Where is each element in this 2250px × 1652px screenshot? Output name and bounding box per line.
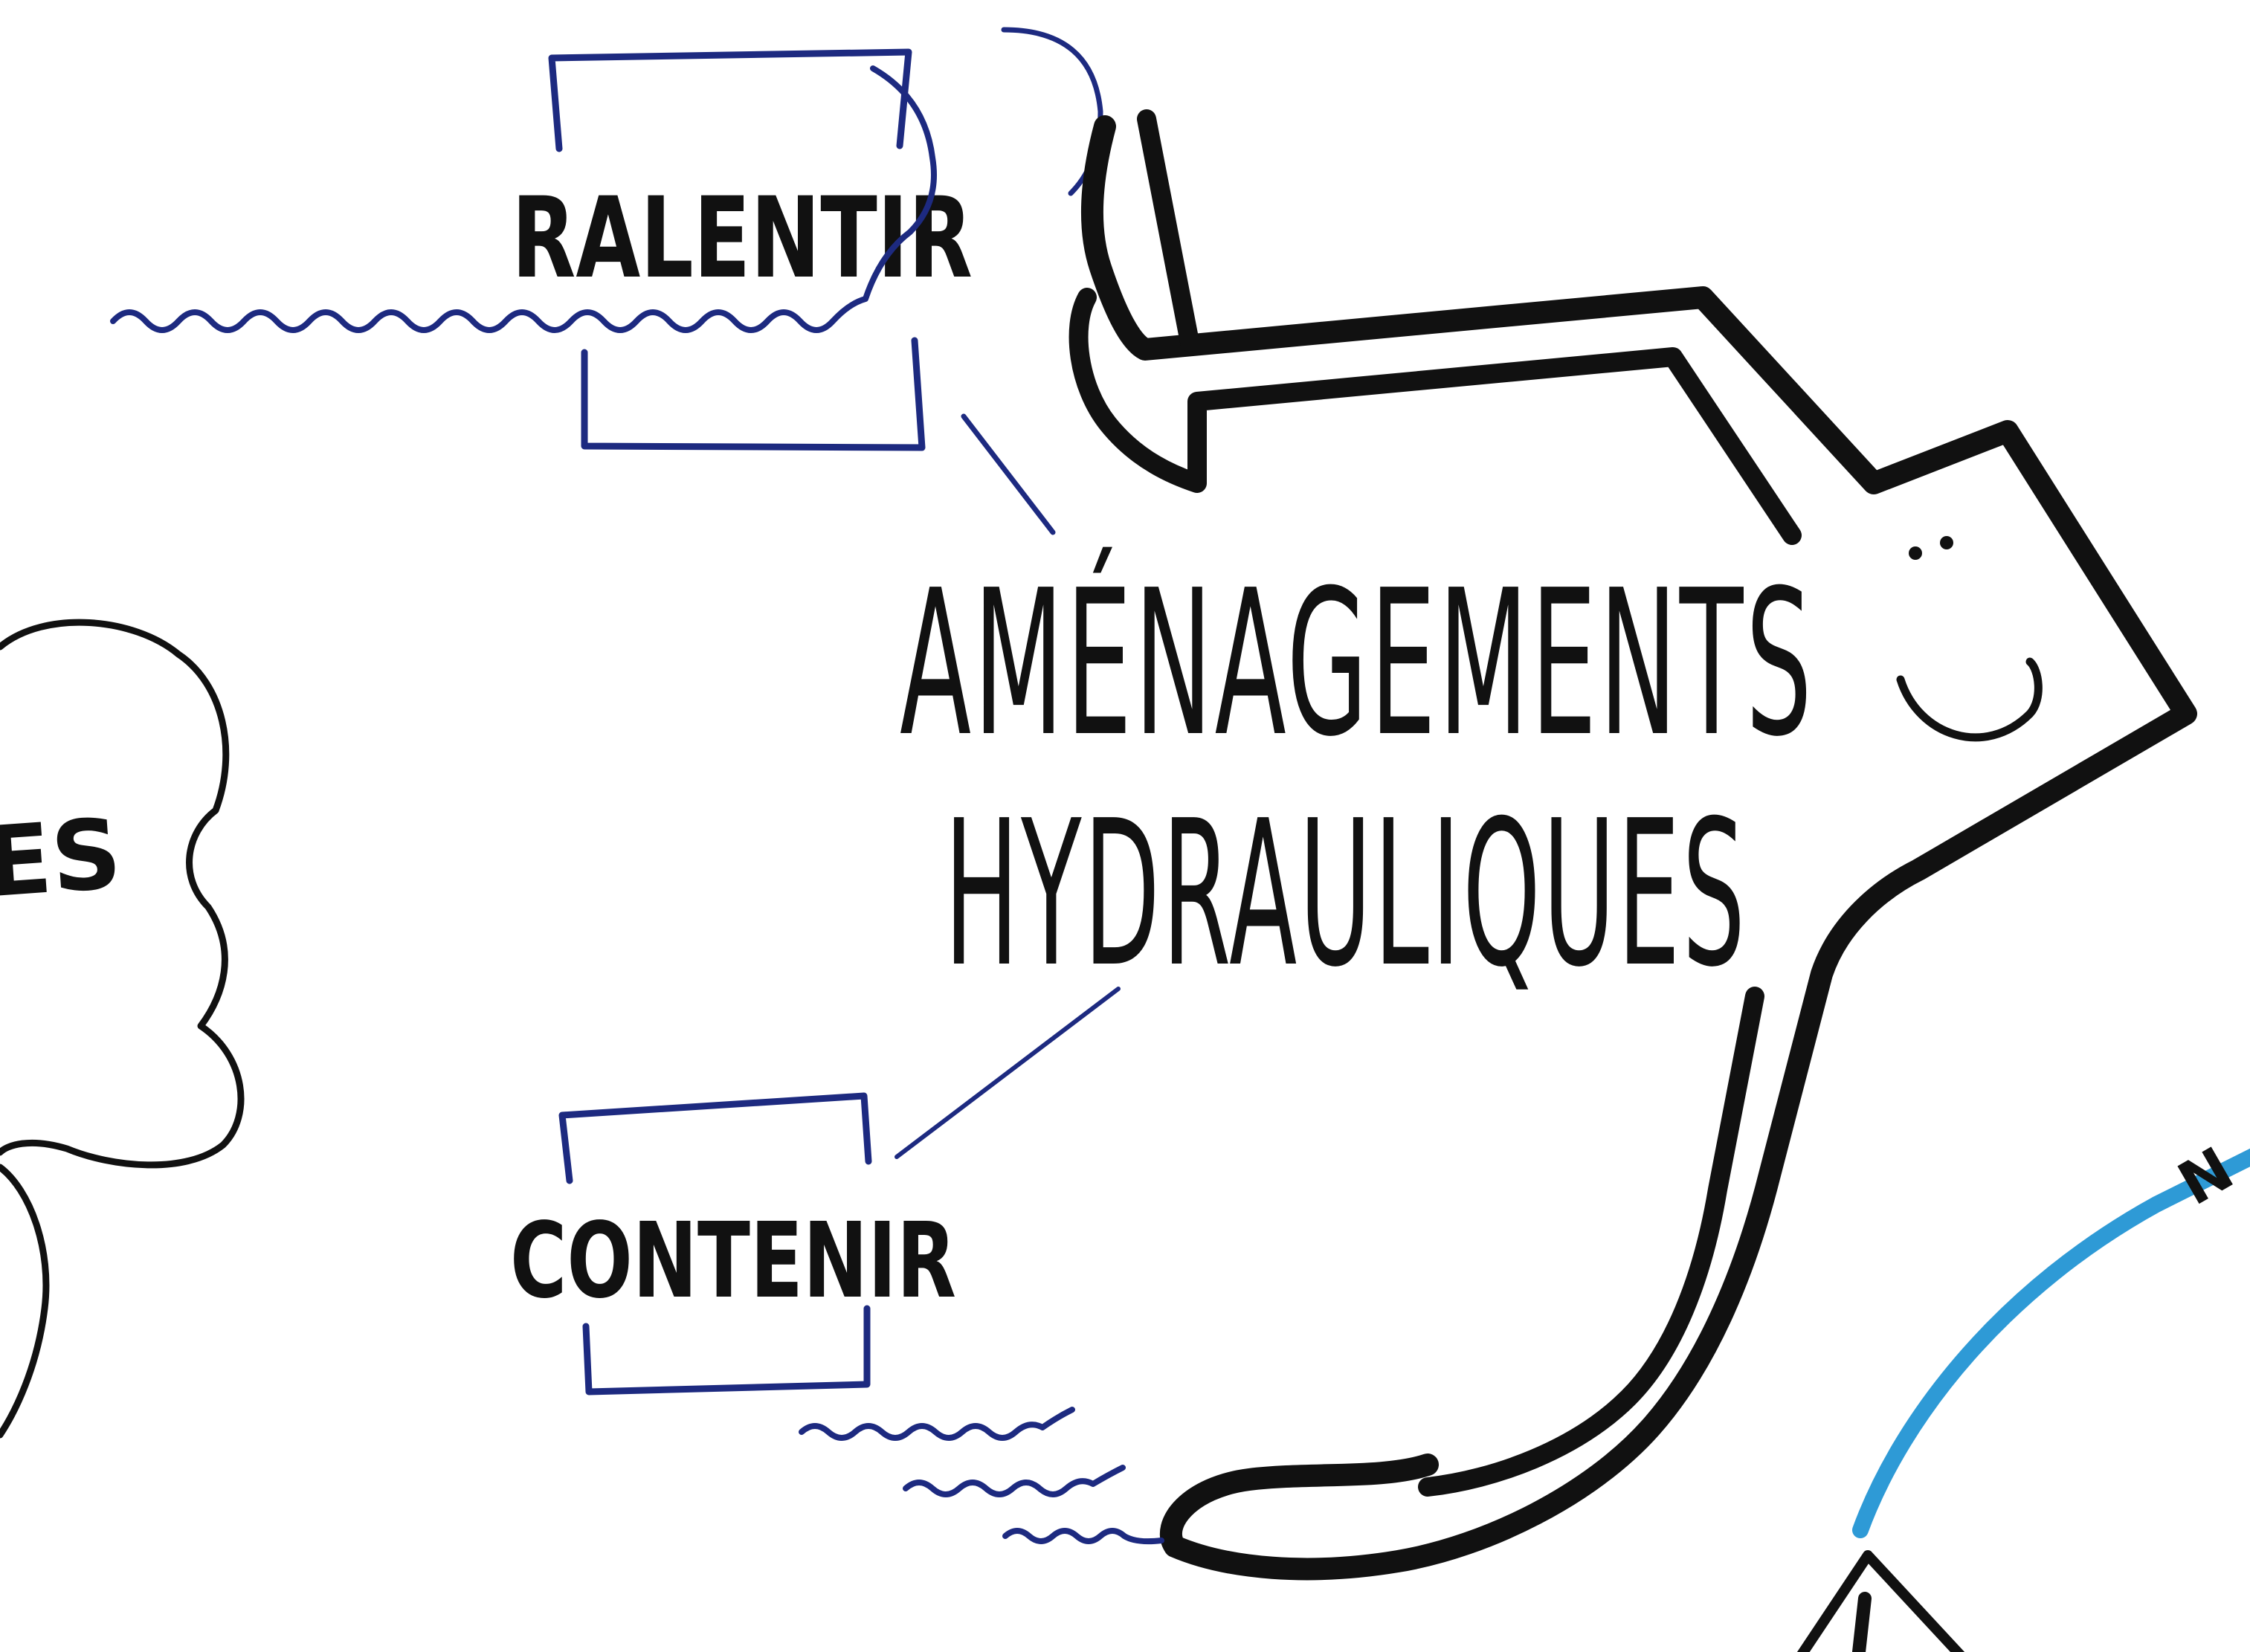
contenir-connector-line (894, 987, 1121, 1159)
ralentir-label: RALENTIR (512, 174, 973, 303)
diagram-title-line2: HYDRAULIQUES (944, 777, 1747, 1011)
ralentir-bracket-icon (548, 48, 926, 451)
diagram-title-line1: AMÉNAGEMENTS (900, 545, 1814, 781)
wavy-water-icon (110, 65, 937, 333)
right-fragment-label: N (2167, 1134, 2244, 1219)
river-arc-icon (1852, 1148, 2250, 1538)
character-eye-left-icon (1909, 546, 1922, 560)
cloud-icon (0, 619, 245, 1439)
contenir-bracket-icon (558, 1092, 872, 1396)
smiling-dam-character-icon (1068, 109, 2197, 1581)
cloud-fragment-label: ES (0, 797, 125, 919)
character-smile-icon (1896, 657, 2043, 742)
wavy-water-icon (799, 1407, 1164, 1545)
warning-triangle-icon (1796, 1550, 1965, 1652)
contenir-label: CONTENIR (510, 1201, 956, 1322)
ralentir-connector-line (961, 413, 1056, 535)
character-eye-right-icon (1940, 536, 1953, 549)
